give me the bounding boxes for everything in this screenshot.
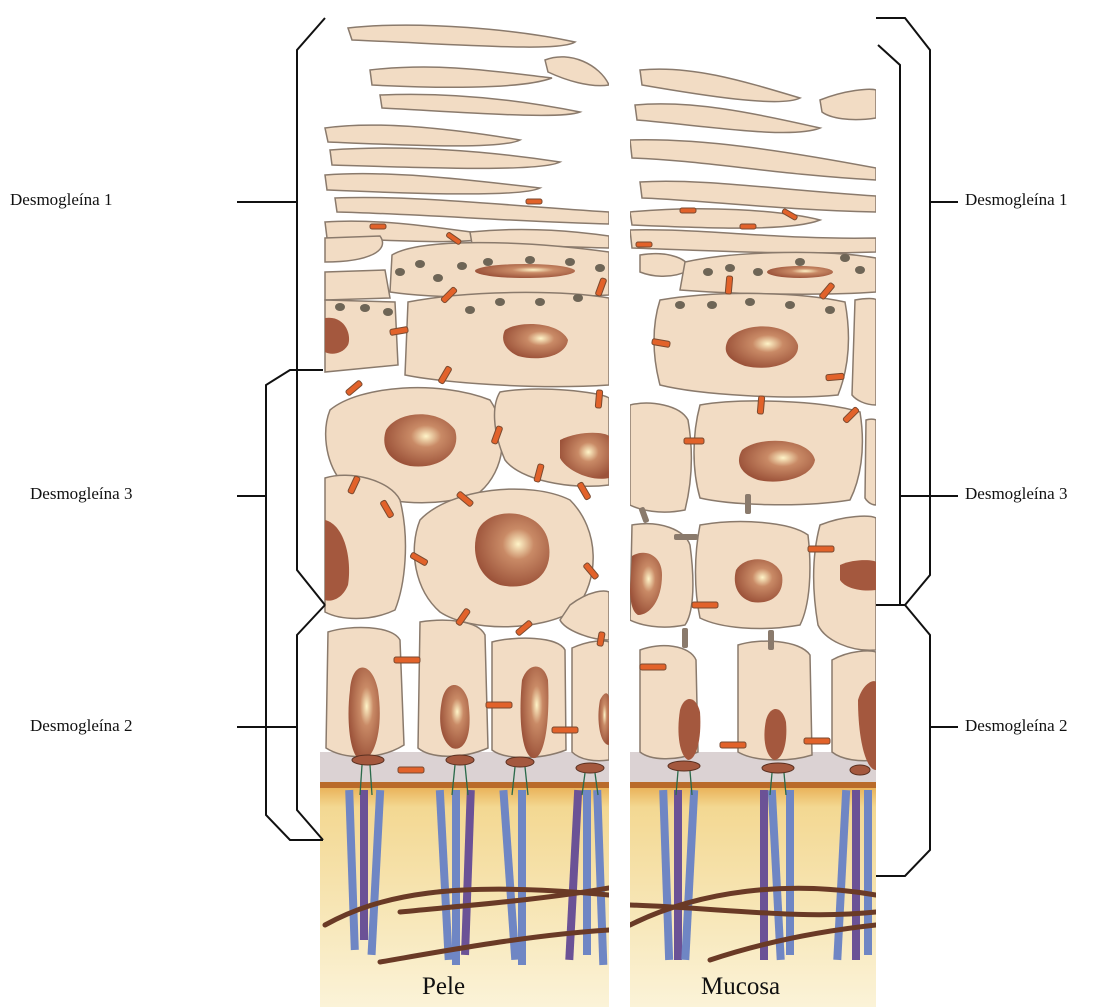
bracket-dsg3-right — [878, 45, 958, 605]
label-desmoglein-1-left: Desmogleína 1 — [10, 190, 112, 210]
label-desmoglein-2-right: Desmogleína 2 — [965, 716, 1067, 736]
left-brackets — [237, 18, 325, 840]
stratum-corneum — [630, 69, 876, 276]
flattened-nucleus — [767, 266, 833, 278]
flattened-nucleus — [475, 264, 575, 278]
stratum-spinosum — [630, 401, 876, 650]
label-desmoglein-3-left: Desmogleína 3 — [30, 484, 132, 504]
caption-mucosa: Mucosa — [701, 973, 780, 1001]
label-desmoglein-3-right: Desmogleína 3 — [965, 484, 1067, 504]
bracket-dsg2-right — [876, 605, 958, 876]
bracket-dsg1-left — [237, 18, 325, 605]
bracket-dsg1-right — [876, 18, 958, 605]
bracket-dsg2-left — [237, 605, 325, 840]
caption-skin: Pele — [422, 973, 465, 1001]
skin-panel — [320, 25, 609, 1007]
stratum-basale — [640, 641, 876, 761]
label-desmoglein-1-right: Desmogleína 1 — [965, 190, 1067, 210]
stratum-spinosum — [325, 388, 609, 640]
bracket-dsg3-left — [237, 370, 323, 840]
mucosa-panel — [630, 69, 876, 1007]
right-brackets — [876, 18, 958, 876]
label-desmoglein-2-left: Desmogleína 2 — [30, 716, 132, 736]
